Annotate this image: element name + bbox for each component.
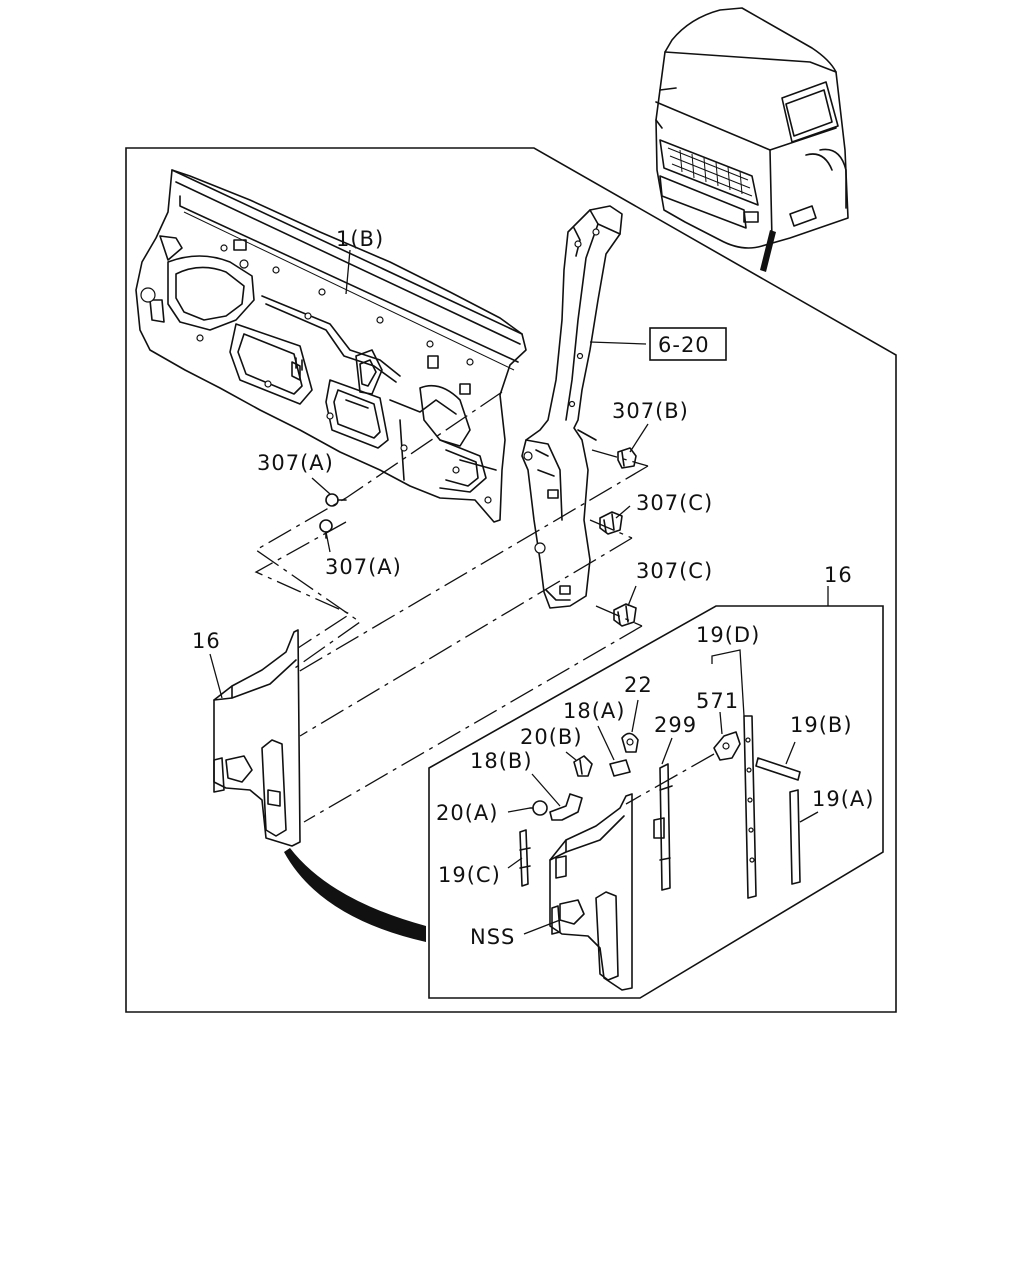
part-20a	[529, 800, 548, 816]
cover-16-nss	[549, 793, 633, 991]
label-1b: 1(B)	[336, 227, 384, 251]
main-frame	[125, 147, 897, 1013]
truck-cab-illustration	[655, 7, 849, 272]
sweep-arrow	[284, 848, 426, 942]
label-20b: 20(B)	[520, 725, 583, 749]
part-18b	[549, 793, 583, 821]
part-571	[713, 731, 741, 761]
label-6-20: 6-20	[658, 333, 710, 357]
label-19c: 19(C)	[438, 863, 501, 887]
label-299: 299	[654, 713, 697, 737]
label-571: 571	[696, 689, 739, 713]
detail-frame	[428, 605, 884, 999]
cover-16-assembled	[213, 629, 301, 847]
label-22: 22	[624, 673, 653, 697]
label-19d: 19(D)	[696, 623, 760, 647]
leader-lines	[209, 249, 829, 935]
label-307a-lower: 307(A)	[325, 555, 402, 579]
part-19a	[789, 789, 801, 885]
guide-lines	[254, 391, 715, 823]
label-20a: 20(A)	[436, 801, 498, 825]
part-18a	[609, 759, 631, 777]
label-19b: 19(B)	[790, 713, 853, 737]
a-pillar-6-20	[521, 205, 623, 609]
part-20b	[573, 755, 593, 777]
clip-307b	[617, 447, 637, 469]
part-19d	[743, 715, 757, 899]
label-nss: NSS	[470, 925, 515, 949]
part-299	[653, 763, 673, 891]
label-19a: 19(A)	[812, 787, 874, 811]
ref-box-6-20	[649, 327, 727, 361]
label-307c-upper: 307(C)	[636, 491, 713, 515]
part-19c	[519, 829, 531, 887]
label-307c-lower: 307(C)	[636, 559, 713, 583]
part-22	[621, 732, 639, 753]
label-18a: 18(A)	[563, 699, 625, 723]
label-18b: 18(B)	[470, 749, 533, 773]
dash-panel-1b	[135, 169, 527, 523]
label-16-right: 16	[824, 563, 853, 587]
part-19b	[755, 757, 801, 781]
label-16-left: 16	[192, 629, 221, 653]
label-307b: 307(B)	[612, 399, 689, 423]
label-307a-upper: 307(A)	[257, 451, 334, 475]
